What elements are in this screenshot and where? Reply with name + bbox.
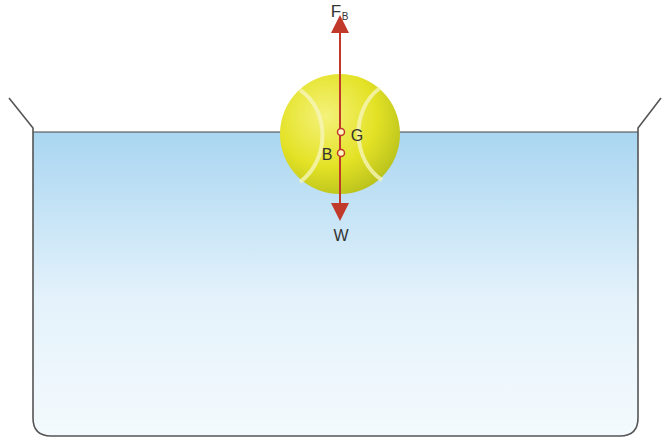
force-subscript: B [342,12,349,22]
centre-of-buoyancy-point [338,150,345,157]
force-symbol: F [331,3,341,20]
buoyancy-arrow [339,24,341,134]
force-label: W [333,228,348,244]
weight-arrow [339,134,341,212]
point-label: G [351,128,363,144]
centre-of-gravity-point [338,129,345,136]
point-label: B [322,147,333,163]
